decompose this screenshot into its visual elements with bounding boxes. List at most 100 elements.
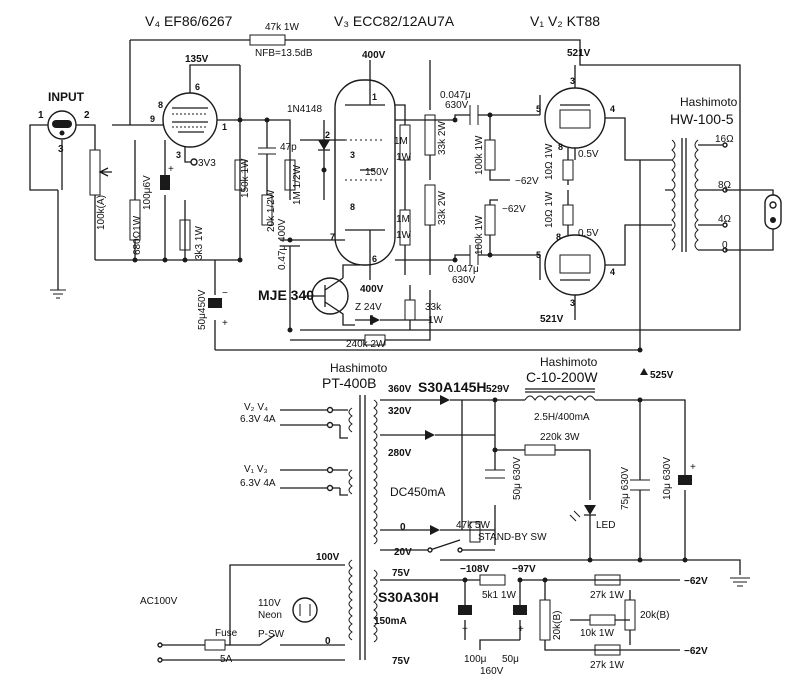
- r33k-c-w-label: 1W: [428, 315, 444, 326]
- filter-capacitors: 75μ 630V + 10μ 630V: [440, 400, 750, 587]
- v100-label: 100V: [316, 552, 340, 563]
- v75a-label: 75V: [392, 568, 410, 579]
- choke: Hashimoto C-10-200W 2.5H/400mA 525V: [524, 355, 686, 470]
- c10u630-label: 10μ 630V: [662, 457, 673, 500]
- r1w-b-label: 1W: [396, 230, 412, 241]
- neg97-label: −97V: [512, 564, 536, 575]
- input-pin-3-label: 3: [58, 144, 64, 155]
- c047-label: 0.47μ 400V: [277, 218, 288, 270]
- vr20kb-b-label: 20k(B): [640, 610, 669, 621]
- v3-pin-1: 1: [372, 92, 377, 102]
- c75u630-label: 75μ 630V: [620, 467, 631, 510]
- heat-v1v3-rating: 6.3V 4A: [240, 478, 276, 489]
- k2-pin-8: 8: [556, 232, 561, 242]
- c50u450-label: 50μ450V: [197, 289, 208, 330]
- r47k-label: 47k 5W: [456, 520, 490, 531]
- s30a30h-label: S30A30H: [378, 589, 439, 605]
- v160-label: 160V: [480, 666, 504, 677]
- c100u6v-plus: +: [168, 164, 174, 175]
- heater-windings: V₂ V₄ 6.3V 4A V₁ V₃ 6.3V 4A: [240, 402, 348, 496]
- mains-input: 100V AC100V 110V Neon P-SW Fuse 5A 0: [140, 552, 345, 665]
- nfb-resistor-label: 47k 1W: [265, 22, 299, 33]
- ma150-label: 150mA: [374, 616, 407, 627]
- v4-pin-1: 1: [222, 122, 227, 132]
- fuse-rating-label: 5A: [220, 654, 233, 665]
- pt-model-label: PT-400B: [322, 375, 376, 391]
- output-transformer: Hashimoto HW-100-5 16Ω 8Ω 4Ω 0: [215, 95, 782, 351]
- choke-spec-label: 2.5H/400mA: [534, 412, 590, 423]
- tap8-label: 8Ω: [718, 180, 732, 191]
- v75b-label: 75V: [392, 656, 410, 667]
- r1m-a-label: 1M: [394, 136, 408, 147]
- v0b-label: 0: [325, 636, 331, 647]
- c47p-label: 47p: [280, 142, 297, 153]
- k2-pin-3: 3: [570, 298, 575, 308]
- s30a145h-label: S30A145H: [418, 379, 487, 395]
- b521a-label: 521V: [567, 48, 591, 59]
- k2-pin-5: 5: [536, 250, 541, 260]
- zener-label: Z 24V: [355, 302, 382, 313]
- k1-pin-4: 4: [610, 104, 615, 114]
- r680-label: 680Ω1W: [132, 215, 143, 255]
- b400b-label: 400V: [360, 284, 384, 295]
- r10a-label: 10Ω 1W: [544, 143, 555, 180]
- mje340-label: MJE 340: [258, 287, 314, 303]
- neg62a-label: −62V: [515, 176, 539, 187]
- v3-pin-2: 2: [325, 130, 330, 140]
- k1-pin-8: 8: [558, 142, 563, 152]
- kt88-v1-tube: 521V 3 4 5 8 10Ω 1W 0.5V: [536, 48, 665, 185]
- v360-label: 360V: [388, 384, 412, 395]
- nfb-network: 47k 1W NFB=13.5dB: [129, 22, 741, 190]
- r100k-b-label: 100k 1W: [474, 215, 485, 255]
- c0047a-label: 0.047μ: [440, 90, 471, 101]
- neg62d-label: −62V: [684, 646, 708, 657]
- heat-v2v4-rating: 6.3V 4A: [240, 414, 276, 425]
- v320-label: 320V: [388, 406, 412, 417]
- input-pin-2-label: 2: [84, 110, 90, 121]
- standby-switch: 47k 5W STAND-BY SW: [380, 520, 547, 553]
- neg62c-label: −62V: [684, 576, 708, 587]
- r5k1-label: 5k1 1W: [482, 590, 516, 601]
- v4-pin-3: 3: [176, 150, 181, 160]
- neg108-label: −108V: [460, 564, 490, 575]
- svg-text:+: +: [222, 318, 228, 329]
- power-transformer: Hashimoto PT-400B 360V 320V 280V DC450mA…: [322, 361, 445, 667]
- v529-label: 529V: [486, 384, 510, 395]
- heat-v1v3-label: V₁ V₃: [244, 464, 268, 475]
- title-v12: V₁ V₂ KT88: [530, 13, 600, 29]
- v3-v12-coupling: 0.047μ 630V 0.047μ 630V 100k 1W −62V 100…: [440, 90, 540, 286]
- v20-label: 20V: [394, 547, 412, 558]
- volume-pot-label: 100k(A): [96, 195, 107, 230]
- b135-label: 135V: [185, 54, 209, 65]
- v3-pin-6: 6: [372, 254, 377, 264]
- v4-cathode-network: + 100μ6V 680Ω1W 3k3 1W: [95, 140, 240, 261]
- fuse-label: Fuse: [215, 628, 238, 639]
- dc450-label: DC450mA: [390, 485, 445, 499]
- opt-maker-label: Hashimoto: [680, 95, 738, 109]
- svg-text:+: +: [518, 624, 524, 635]
- neon-label: 110V: [258, 598, 281, 609]
- v4-pin-8: 8: [158, 100, 163, 110]
- vr20kb-a-label: 20k(B): [552, 611, 563, 640]
- v280-label: 280V: [388, 448, 412, 459]
- v3-pin-7: 7: [330, 232, 335, 242]
- v3-ecc82-tube: 400V 400V 1 2 3 8 7 6 150V: [300, 50, 396, 295]
- c0047b-label: 0.047μ: [448, 264, 479, 275]
- b400a-label: 400V: [362, 50, 386, 61]
- heat-v2v4-label: V₂ V₄: [244, 402, 268, 413]
- v4-v3-coupling: 150k 1W 47p 20k 1/2W 1M 1/2W 0.47μ 400V …: [234, 65, 330, 330]
- junction-dots: [132, 112, 688, 583]
- title-v3: V₃ ECC82/12AU7A: [334, 13, 455, 29]
- title-v4: V₄ EF86/6267: [145, 13, 233, 29]
- v0a-label: 0: [400, 522, 406, 533]
- c50u630-label: 50μ 630V: [512, 457, 523, 500]
- r1w-a-label: 1W: [396, 152, 412, 163]
- r3k3-label: 3k3 1W: [194, 226, 205, 260]
- svg-text:−: −: [222, 288, 228, 299]
- c100u6v-label: 100μ6V: [142, 175, 153, 210]
- v4-pin-6: 6: [195, 82, 200, 92]
- tap0-label: 0: [722, 240, 728, 251]
- pt-maker-label: Hashimoto: [330, 361, 388, 375]
- kt88-v2-tube: 521V 3 4 5 8 10Ω 1W 0.5V: [536, 95, 665, 325]
- svg-text:+: +: [462, 624, 468, 635]
